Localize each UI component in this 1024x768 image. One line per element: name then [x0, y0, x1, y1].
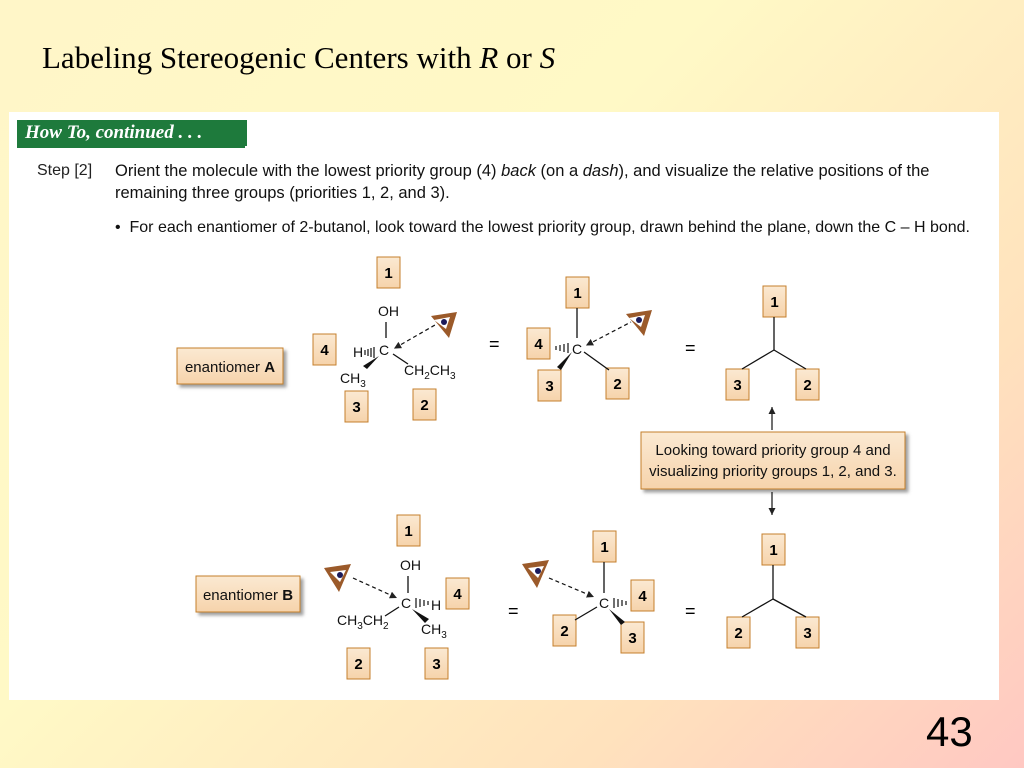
priority-box: 3 [620, 621, 645, 654]
equals-sign: = [685, 338, 696, 358]
priority-box: 1 [396, 514, 421, 547]
svg-text:3: 3 [628, 630, 636, 647]
priority-box: 1 [376, 256, 401, 289]
svg-text:2: 2 [420, 397, 428, 414]
textbook-panel: How To, continued . . . Step [2] Orient … [9, 112, 999, 700]
title-text: Labeling Stereogenic Centers with [42, 40, 480, 75]
eye-icon [324, 564, 351, 592]
priority-box: 3 [537, 369, 562, 402]
eye-icon [431, 312, 457, 338]
priority-box: 2 [552, 614, 577, 647]
svg-text:2: 2 [354, 656, 362, 673]
step-text-part: ), and visualize the relative positions … [115, 162, 930, 202]
bullet-item: • For each enantiomer of 2-butanol, look… [115, 219, 971, 236]
svg-text:3: 3 [733, 377, 741, 394]
equals-sign: = [489, 334, 500, 354]
svg-text:3: 3 [352, 399, 360, 416]
svg-text:3: 3 [432, 656, 440, 673]
priority-box: 3 [725, 368, 750, 401]
svg-text:C: C [379, 342, 389, 358]
svg-text:4: 4 [534, 336, 543, 353]
svg-text:2: 2 [560, 623, 568, 640]
priority-box: 2 [605, 367, 630, 400]
priority-box: 4 [445, 577, 470, 610]
step-text: Orient the molecule with the lowest prio… [115, 160, 985, 204]
step-text-part: (on a [535, 162, 583, 180]
molecule-b-projection: C [548, 562, 627, 625]
title-r: R [479, 40, 499, 75]
svg-text:1: 1 [573, 285, 581, 302]
svg-text:CH3: CH3 [340, 370, 366, 390]
priority-skeleton-a [741, 317, 807, 370]
svg-text:H: H [431, 597, 441, 613]
enantiomer-a-text: enantiomer A [185, 359, 275, 376]
priority-box: 2 [795, 368, 820, 401]
svg-text:CH3CH2: CH3CH2 [337, 612, 389, 632]
svg-text:C: C [572, 341, 582, 357]
priority-box: 2 [346, 647, 371, 680]
svg-text:CH2CH3: CH2CH3 [404, 362, 456, 382]
svg-text:H: H [353, 344, 363, 360]
step-text-part: Orient the molecule with the lowest prio… [115, 162, 502, 180]
priority-box: 1 [761, 533, 786, 566]
molecule-a: OH H C CH3 CH2CH3 [340, 303, 456, 390]
svg-text:4: 4 [638, 588, 647, 605]
enantiomer-b-label [195, 575, 301, 613]
priority-box: 3 [344, 390, 369, 423]
slide-title: Labeling Stereogenic Centers with R or S [42, 40, 555, 76]
svg-text:C: C [401, 595, 411, 611]
stereo-diagram: enantiomer A 1 4 3 2 OH H C CH3 CH2CH3 [176, 256, 906, 680]
molecule-a-projection: C [555, 308, 632, 371]
priority-box: 1 [592, 530, 617, 563]
title-or: or [498, 40, 540, 75]
molecule-b: OH C H CH3 CH3CH2 [337, 557, 447, 641]
priority-skeleton-b [741, 565, 807, 618]
title-s: S [539, 40, 556, 75]
priority-box: 2 [412, 388, 437, 421]
svg-text:4: 4 [453, 586, 462, 603]
slide-number: 43 [926, 708, 973, 755]
priority-box: 4 [526, 327, 551, 360]
howto-rule [17, 146, 245, 148]
svg-text:C: C [599, 595, 609, 611]
priority-box: 1 [565, 276, 590, 309]
svg-text:1: 1 [384, 265, 392, 282]
bullet-text: For each enantiomer of 2-butanol, look t… [129, 219, 971, 236]
enantiomer-b-text: enantiomer B [203, 587, 293, 604]
howto-header: How To, continued . . . [17, 120, 247, 146]
equals-sign: = [508, 601, 519, 621]
callout-line-1: Looking toward priority group 4 and [655, 442, 890, 459]
priority-box: 4 [312, 333, 337, 366]
equals-sign: = [685, 601, 696, 621]
svg-text:2: 2 [734, 625, 742, 642]
step-text-dash: dash [582, 162, 619, 180]
svg-text:CH3: CH3 [421, 621, 447, 641]
svg-text:OH: OH [378, 303, 399, 319]
callout-box [640, 431, 906, 490]
eye-icon [626, 310, 652, 336]
svg-text:1: 1 [770, 294, 778, 311]
svg-text:3: 3 [803, 625, 811, 642]
step-label: Step [2] [37, 162, 93, 179]
priority-box: 4 [630, 579, 655, 612]
priority-box: 3 [424, 647, 449, 680]
svg-text:1: 1 [600, 539, 608, 556]
svg-text:OH: OH [400, 557, 421, 573]
svg-text:2: 2 [613, 376, 621, 393]
step-text-back: back [501, 162, 536, 180]
svg-text:1: 1 [404, 523, 412, 540]
svg-text:4: 4 [320, 342, 329, 359]
svg-text:3: 3 [545, 378, 553, 395]
callout-line-2: visualizing priority groups 1, 2, and 3. [649, 463, 897, 480]
enantiomer-a-label [176, 347, 284, 385]
eye-icon [522, 560, 549, 588]
svg-text:1: 1 [769, 542, 777, 559]
priority-box: 1 [762, 285, 787, 318]
svg-text:2: 2 [803, 377, 811, 394]
priority-box: 3 [795, 616, 820, 649]
priority-box: 2 [726, 616, 751, 649]
